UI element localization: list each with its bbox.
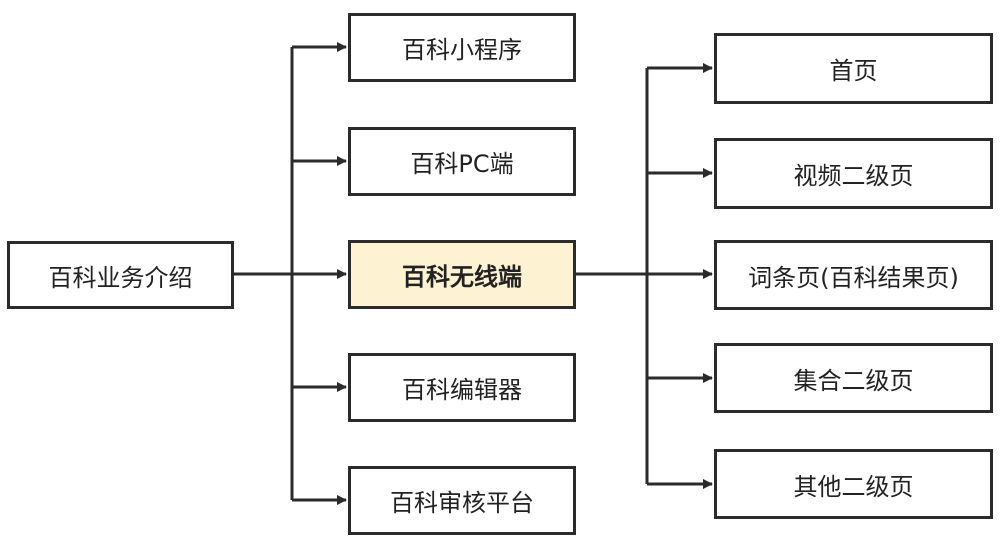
page-node-label: 集合二级页	[793, 366, 914, 395]
root-node-label: 百科业务介绍	[48, 263, 193, 292]
product-node-label: 百科小程序	[402, 36, 522, 64]
product-node-label: 百科PC端	[410, 150, 514, 178]
page-node-label: 首页	[829, 57, 878, 85]
product-node-mini-program: 百科小程序	[348, 13, 576, 82]
root-node: 百科业务介绍	[7, 241, 234, 309]
product-node-label: 百科编辑器	[402, 376, 522, 404]
page-node-label: 视频二级页	[793, 162, 914, 190]
product-node-label: 百科无线端	[402, 263, 522, 291]
page-node-entry-page: 词条页(百科结果页)	[714, 240, 993, 310]
product-node-review-platform: 百科审核平台	[348, 466, 576, 535]
product-node-wireless: 百科无线端	[348, 240, 576, 309]
product-node-pc: 百科PC端	[348, 127, 576, 196]
product-node-editor: 百科编辑器	[348, 353, 576, 422]
page-node-other-secondary: 其他二级页	[714, 449, 993, 519]
page-node-collection-secondary: 集合二级页	[714, 343, 993, 413]
product-node-label: 百科审核平台	[390, 489, 534, 517]
page-node-label: 其他二级页	[793, 472, 914, 501]
page-node-video-secondary: 视频二级页	[714, 138, 993, 209]
page-node-label: 词条页(百科结果页)	[748, 263, 959, 292]
page-node-home: 首页	[714, 33, 993, 104]
